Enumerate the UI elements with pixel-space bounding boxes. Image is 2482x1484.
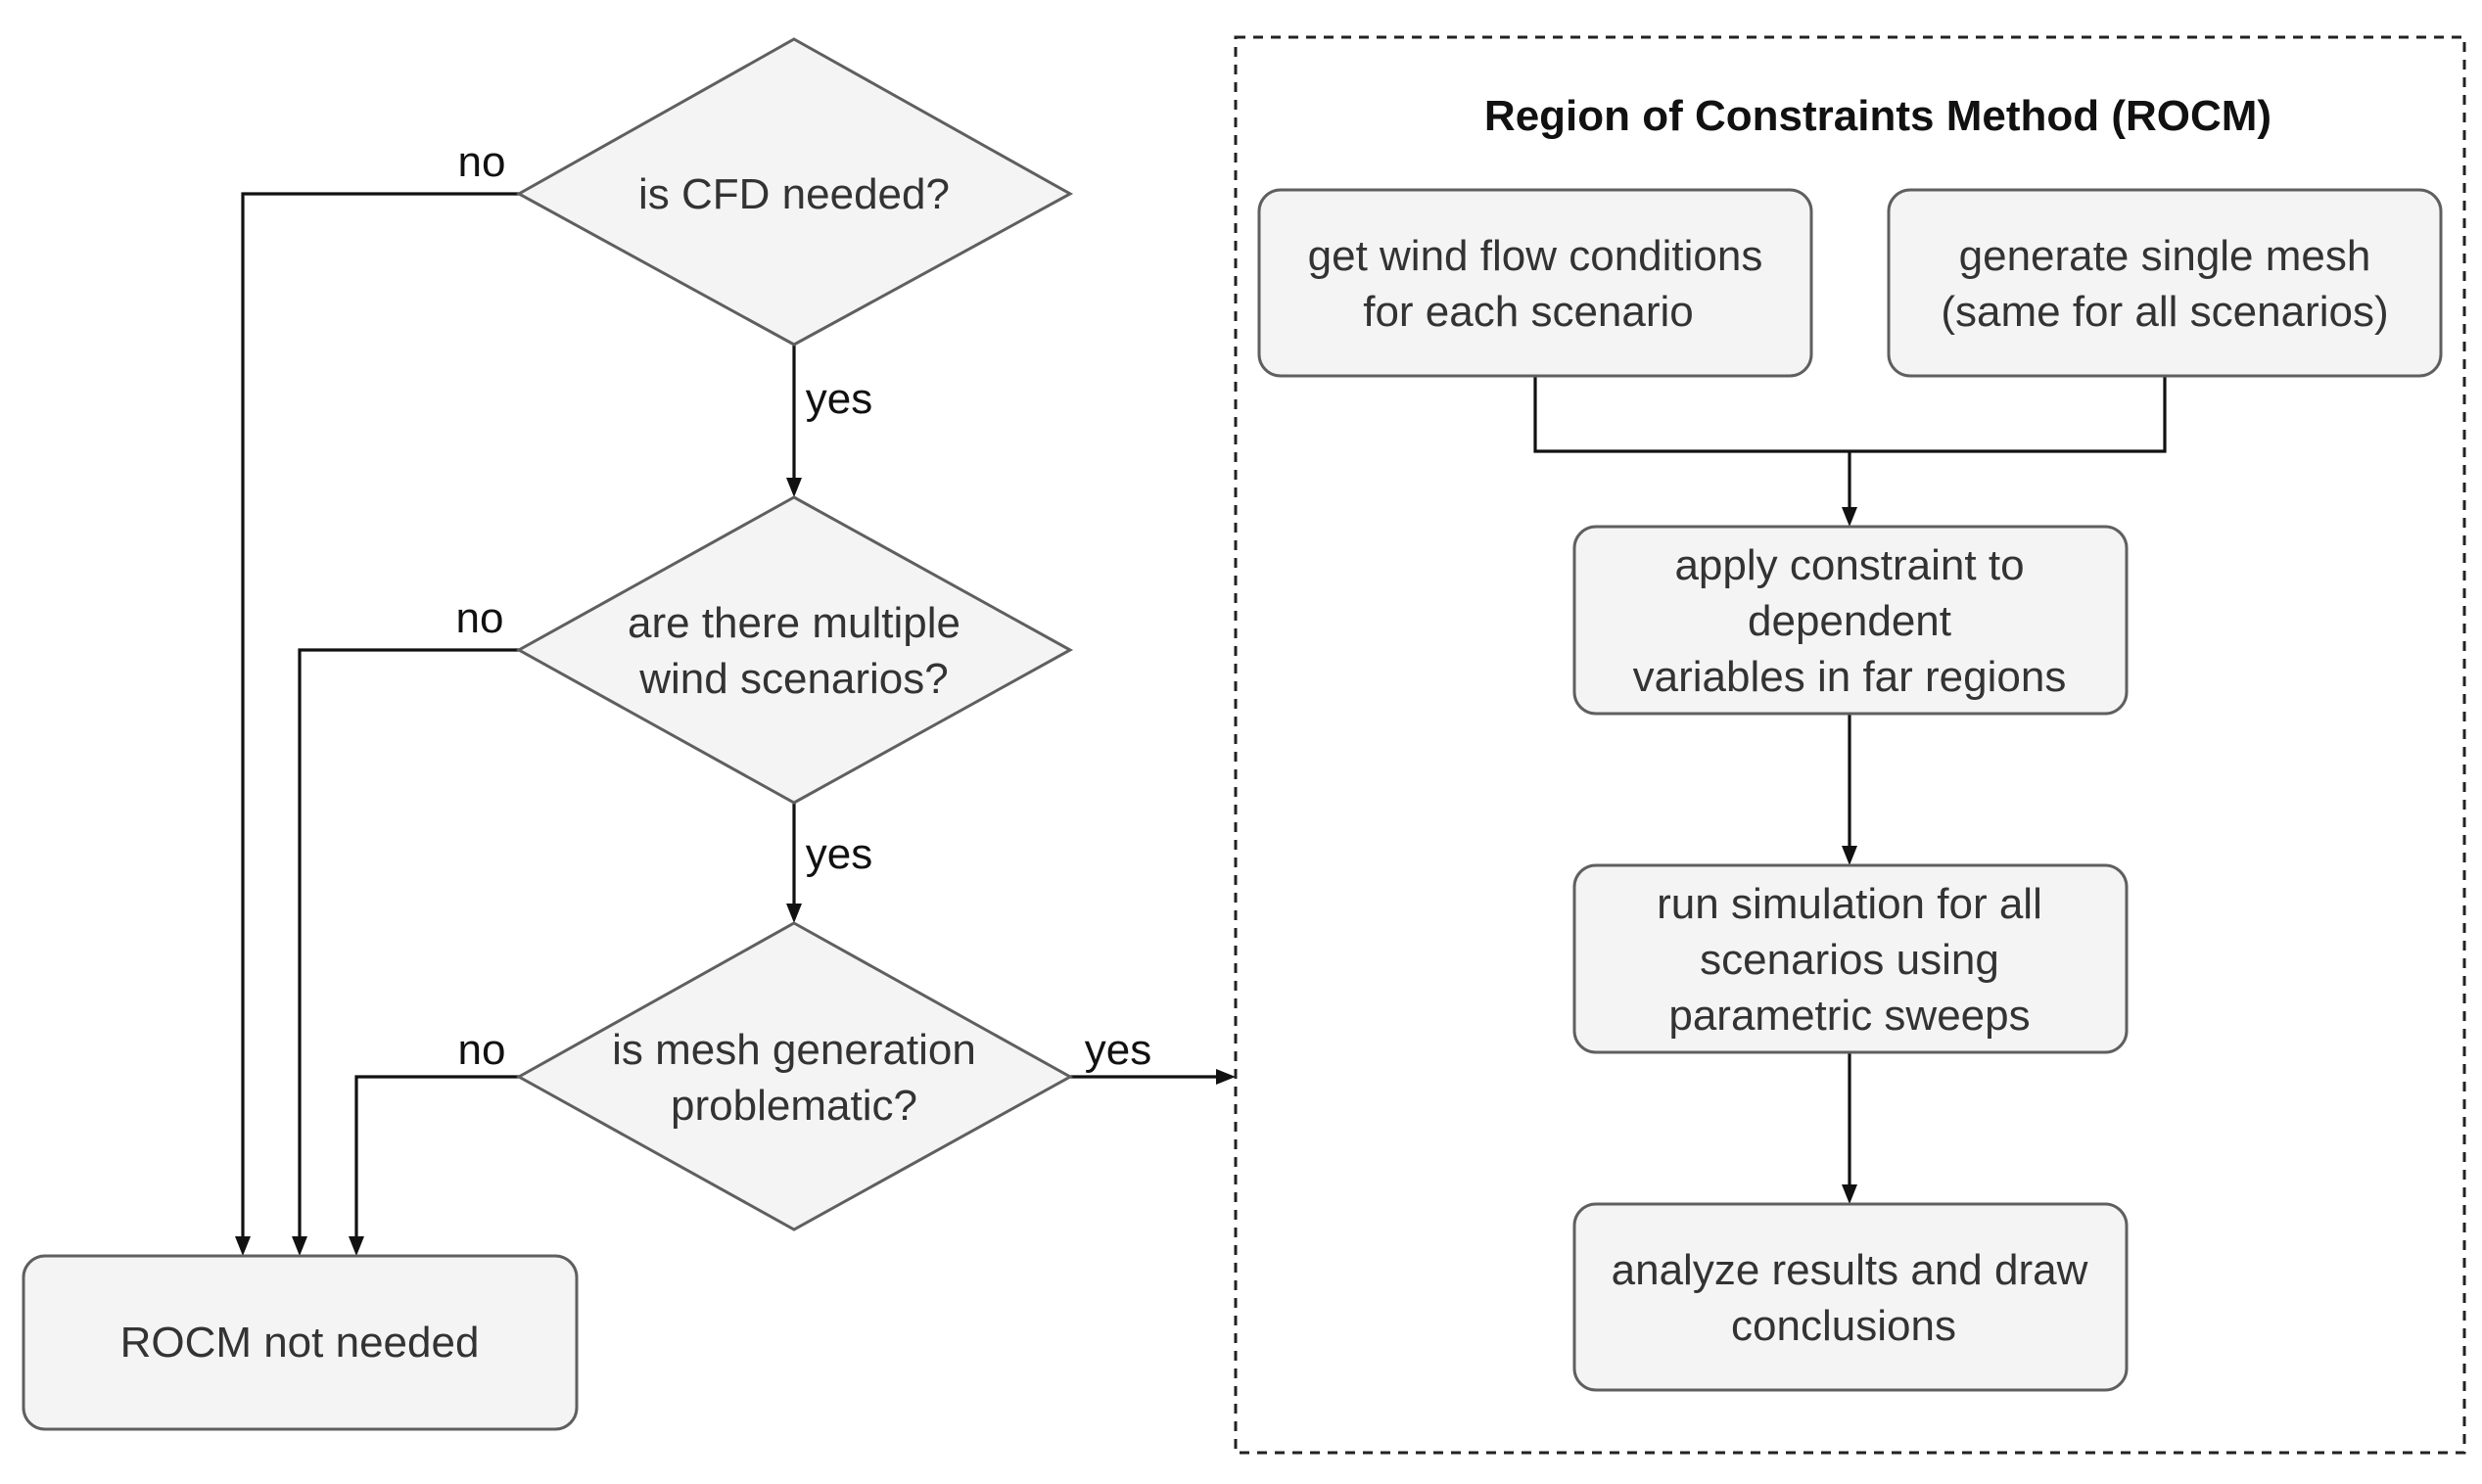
step-run-simulation-line-2: scenarios using — [1700, 936, 1999, 984]
label-scenarios-no: no — [456, 594, 504, 642]
arrowhead-merge-to-constraint — [1842, 507, 1857, 527]
arrowhead-mesh-yes — [1216, 1069, 1236, 1085]
decision-multiple-scenarios-line-1: are there multiple — [628, 599, 960, 647]
edge-scenarios-no — [298, 648, 519, 1238]
label-cfd-yes: yes — [806, 375, 872, 423]
edge-mesh-no — [354, 1075, 519, 1238]
step-run-simulation: run simulation for all scenarios using p… — [1572, 863, 2129, 1054]
decision-mesh-problematic-line-1: is mesh generation — [612, 1026, 976, 1074]
label-mesh-yes: yes — [1085, 1026, 1151, 1074]
edge-merge-inputs — [1533, 376, 2167, 453]
rocm-region-title: Region of Constraints Method (ROCM) — [1484, 92, 2271, 140]
step-run-simulation-line-3: parametric sweeps — [1668, 992, 2030, 1040]
arrowhead-constraint-to-simulation — [1842, 846, 1857, 865]
outcome-rocm-not-needed-label: ROCM not needed — [120, 1319, 480, 1367]
label-scenarios-yes: yes — [806, 830, 872, 878]
arrowhead-scenarios-no — [292, 1236, 307, 1256]
step-get-wind-conditions-line-1: get wind flow conditions — [1308, 232, 1763, 280]
step-get-wind-conditions-line-2: for each scenario — [1363, 288, 1694, 336]
step-get-wind-conditions: get wind flow conditions for each scenar… — [1257, 188, 1813, 378]
step-apply-constraint-line-2: dependent — [1748, 597, 1951, 645]
step-generate-single-mesh-line-1: generate single mesh — [1959, 232, 2371, 280]
step-apply-constraint-line-1: apply constraint to — [1674, 541, 2024, 589]
step-analyze-results-line-1: analyze results and draw — [1612, 1246, 2088, 1294]
outcome-rocm-not-needed: ROCM not needed — [22, 1254, 579, 1431]
decision-multiple-scenarios: are there multiple wind scenarios? — [515, 495, 1074, 805]
decision-cfd-needed: is CFD needed? — [515, 37, 1074, 347]
label-cfd-no: no — [458, 138, 506, 186]
decision-mesh-problematic: is mesh generation problematic? — [515, 921, 1074, 1231]
arrowhead-simulation-to-analyze — [1842, 1184, 1857, 1204]
step-apply-constraint-line-3: variables in far regions — [1633, 653, 2067, 701]
step-apply-constraint: apply constraint to dependent variables … — [1572, 525, 2129, 716]
step-analyze-results: analyze results and draw conclusions — [1572, 1202, 2129, 1392]
decision-cfd-needed-line-1: is CFD needed? — [638, 170, 950, 218]
step-analyze-results-line-2: conclusions — [1731, 1302, 1956, 1350]
arrowhead-scenarios-yes — [786, 904, 802, 923]
edge-cfd-no — [241, 192, 519, 1238]
arrowhead-cfd-yes — [786, 478, 802, 497]
step-generate-single-mesh: generate single mesh (same for all scena… — [1887, 188, 2443, 378]
arrowhead-cfd-no — [235, 1236, 251, 1256]
decision-mesh-problematic-line-2: problematic? — [671, 1082, 917, 1130]
step-generate-single-mesh-line-2: (same for all scenarios) — [1941, 288, 2388, 336]
step-run-simulation-line-1: run simulation for all — [1657, 880, 2042, 928]
label-mesh-no: no — [458, 1026, 506, 1074]
decision-multiple-scenarios-line-2: wind scenarios? — [638, 655, 949, 703]
arrowhead-mesh-no — [349, 1236, 364, 1256]
